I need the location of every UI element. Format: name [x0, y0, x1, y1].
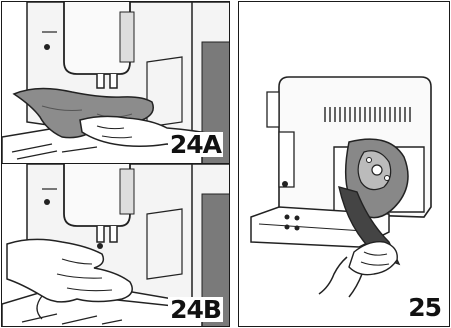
figure-24a-panel: 24A — [1, 1, 230, 164]
figure-24b-panel: 24B — [1, 163, 230, 327]
brew-unit-removal-illustration — [239, 2, 450, 327]
figure-25-panel: 25 — [238, 1, 450, 327]
figure-label-24b: 24B — [168, 297, 223, 322]
figure-label-24a: 24A — [168, 132, 223, 157]
figure-label-25: 25 — [408, 295, 441, 320]
